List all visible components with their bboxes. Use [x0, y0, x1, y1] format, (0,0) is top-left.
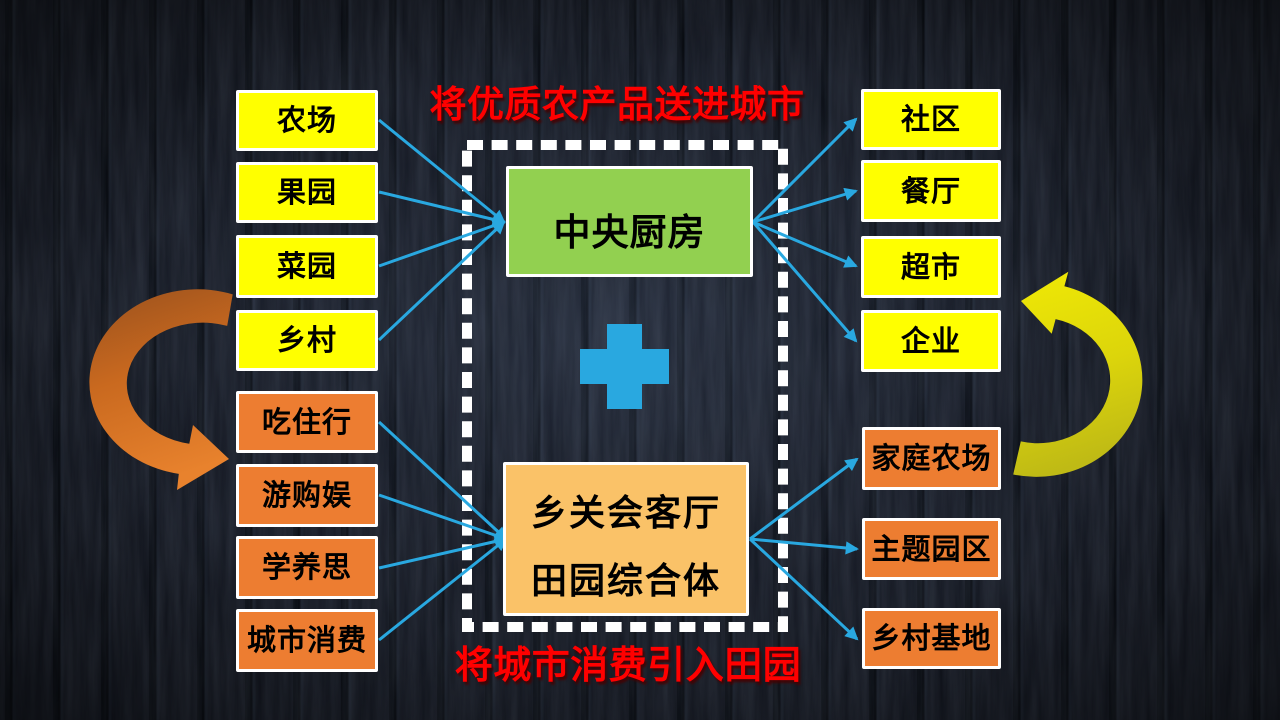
- node-enterprise: 企业: [861, 310, 1001, 372]
- rural-complex-line2: 田园综合体: [530, 560, 721, 601]
- node-city-consume: 城市消费: [236, 609, 378, 672]
- curved-arrow-right-icon: [1013, 271, 1143, 477]
- node-rural-complex: 乡关会客厅 田园综合体: [503, 462, 749, 616]
- node-supermarket: 超市: [861, 236, 1001, 298]
- connector-line: [378, 535, 508, 570]
- connectors-left-bottom: [377, 420, 508, 642]
- connector-line: [377, 420, 508, 541]
- connector-line: [749, 537, 859, 555]
- connector-line: [748, 537, 859, 641]
- connector-line: [751, 221, 858, 343]
- plus-icon: [580, 324, 669, 409]
- connector-line: [378, 190, 506, 226]
- node-restaurant: 餐厅: [861, 160, 1001, 222]
- connector-line: [751, 117, 858, 224]
- dashed-frame: [462, 140, 788, 632]
- node-garden: 菜园: [236, 235, 378, 298]
- node-eat-stay-travel: 吃住行: [236, 391, 378, 453]
- central-kitchen-label: 中央厨房: [553, 211, 706, 253]
- node-theme-park: 主题园区: [862, 518, 1001, 580]
- connectors-right-top: [751, 117, 858, 343]
- connector-line: [378, 493, 508, 542]
- connector-line: [377, 220, 506, 342]
- connector-line: [752, 187, 858, 224]
- connector-line: [752, 220, 858, 268]
- connectors-left-top: [377, 118, 506, 342]
- node-tour-shop-fun: 游购娱: [236, 464, 378, 527]
- connector-line: [378, 219, 506, 268]
- connector-lines: [377, 117, 859, 642]
- title-bottom: 将城市消费引入田园: [454, 645, 802, 687]
- node-orchard: 果园: [236, 162, 378, 223]
- node-study-care: 学养思: [236, 536, 378, 599]
- rural-complex-line1: 乡关会客厅: [530, 492, 721, 533]
- node-central-kitchen: 中央厨房: [506, 166, 753, 277]
- title-top: 将优质农产品送进城市: [429, 84, 805, 125]
- node-community: 社区: [861, 89, 1001, 150]
- connector-line: [749, 457, 859, 541]
- node-family-farm: 家庭农场: [862, 427, 1001, 490]
- connector-line: [378, 118, 506, 224]
- curved-arrow-left-icon: [89, 289, 233, 490]
- connectors-right-bottom: [748, 457, 859, 641]
- connector-line: [378, 537, 508, 642]
- node-village-base: 乡村基地: [862, 608, 1001, 669]
- node-village: 乡村: [236, 310, 378, 371]
- node-farm: 农场: [236, 90, 378, 151]
